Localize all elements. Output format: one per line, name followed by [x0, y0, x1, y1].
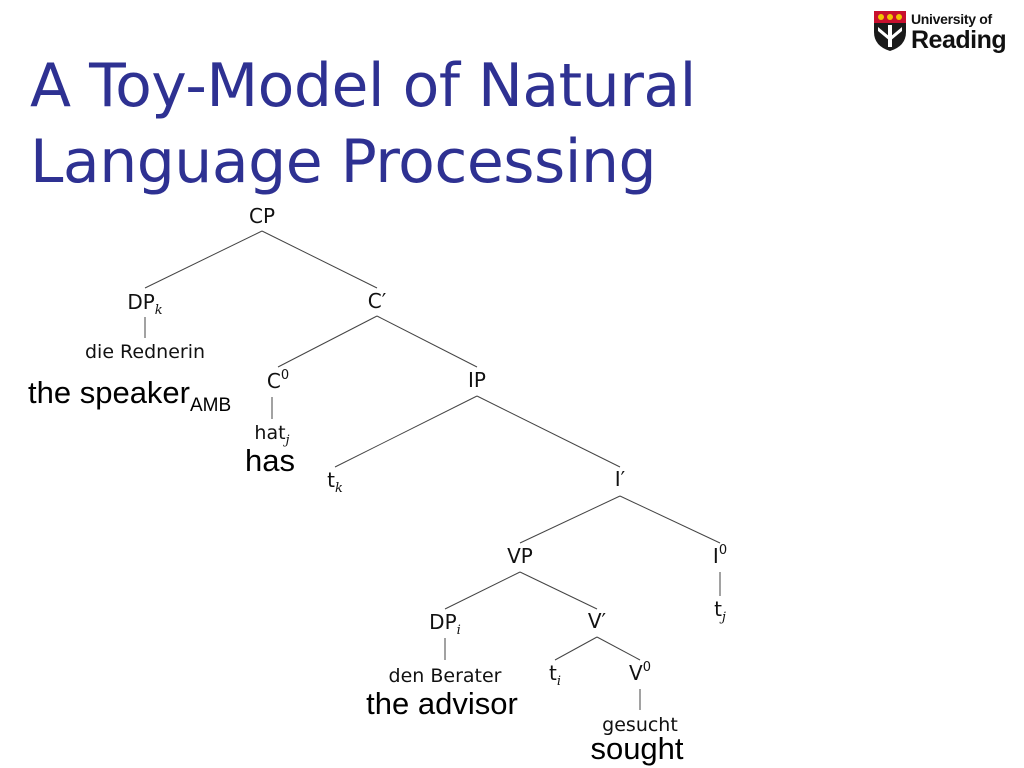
node-t-k-label: t [327, 468, 335, 492]
node-dp-i-subscript: i [457, 623, 461, 638]
gloss-has: has [245, 443, 295, 478]
node-c-bar: C′ [368, 289, 387, 313]
node-c0-label: C [267, 369, 281, 393]
gloss-the-speaker-subscript: AMB [190, 395, 231, 416]
edge-ip-tk [334, 395, 478, 468]
edge-cp-cbar [261, 230, 378, 289]
edge-ip-ibar [476, 395, 621, 468]
word-gesucht: gesucht [602, 714, 678, 736]
node-ip: IP [468, 368, 486, 392]
node-v-bar: V′ [588, 609, 607, 633]
node-i0-label: I [713, 544, 719, 568]
node-v0: V0 [629, 660, 651, 685]
node-vp: VP [507, 544, 533, 568]
gloss-the-advisor: the advisor [366, 686, 518, 721]
node-i-bar: I′ [615, 467, 626, 491]
slide-title: A Toy-Model of Natural Language Processi… [30, 48, 696, 200]
edge-ibar-i0 [619, 495, 721, 544]
node-dp-i-label: DP [429, 610, 456, 634]
edge-cbar-c0 [277, 315, 378, 368]
node-t-k: tk [327, 468, 343, 496]
node-t-k-subscript: k [335, 481, 343, 496]
node-i0-superscript: 0 [719, 543, 727, 558]
logo-line-2: Reading [911, 26, 1007, 54]
university-crest-icon [874, 11, 906, 51]
node-dp-k: DPk [127, 290, 162, 318]
node-t-j: tj [714, 597, 726, 625]
node-c0: C0 [267, 368, 289, 393]
edge-vp-dpi [444, 571, 521, 610]
node-c0-superscript: 0 [281, 368, 289, 383]
edge-ibar-vp [519, 495, 621, 544]
node-dp-k-label: DP [127, 290, 154, 314]
node-v0-superscript: 0 [643, 660, 651, 675]
node-t-j-subscript: j [719, 610, 726, 625]
node-t-j-label: t [714, 597, 722, 621]
edge-cp-dpk [144, 230, 263, 289]
gloss-sought: sought [590, 731, 683, 766]
node-i0: I0 [713, 543, 727, 568]
gloss-the-speaker: the speakerAMB [28, 375, 231, 416]
edge-cbar-ip [376, 315, 478, 368]
word-hat-subscript: j [283, 433, 290, 448]
node-t-i-label: t [549, 661, 557, 685]
node-v0-label: V [629, 661, 643, 685]
gloss-the-speaker-text: the speaker [28, 375, 190, 410]
node-dp-i: DPi [429, 610, 461, 638]
edge-vp-vbar [519, 571, 598, 610]
slide-title-line-1: A Toy-Model of Natural [30, 51, 696, 121]
word-die-rednerin: die Rednerin [85, 341, 205, 363]
node-cp: CP [249, 204, 275, 228]
node-dp-k-subscript: k [155, 303, 163, 318]
word-den-berater: den Berater [389, 665, 502, 687]
word-hat-j: hatj [254, 422, 289, 448]
slide-title-line-2: Language Processing [30, 127, 657, 197]
tree-edges [144, 230, 721, 710]
university-logo: University of Reading [873, 10, 1013, 58]
edge-vbar-ti [554, 636, 598, 661]
node-t-i-subscript: i [557, 674, 561, 689]
logo-line-1: University of [911, 11, 992, 27]
node-t-i: ti [549, 661, 561, 689]
edge-vbar-v0 [596, 636, 641, 661]
word-hat-label: hat [254, 422, 285, 444]
